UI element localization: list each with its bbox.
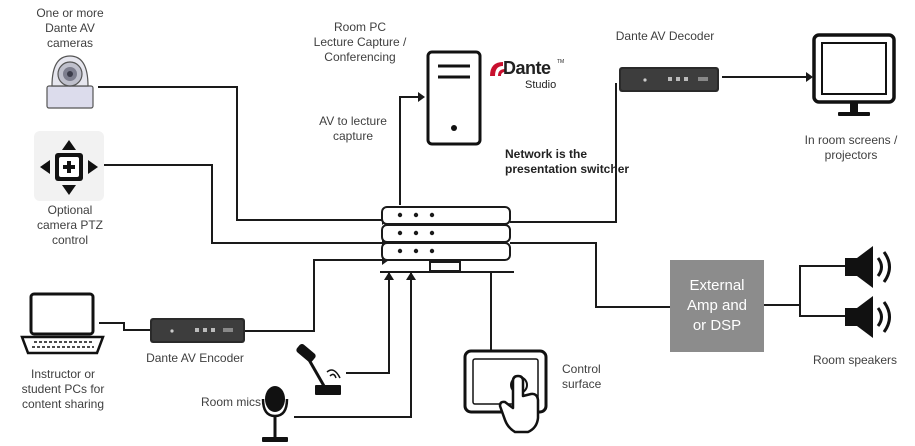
dante-logo-tm: TM	[557, 59, 565, 65]
mic2-line	[294, 272, 412, 418]
connection-lines	[98, 76, 845, 418]
ptz-control-icon	[34, 131, 104, 201]
ptz-line	[104, 164, 382, 244]
arrow-screens	[806, 72, 813, 82]
speaker-top-line	[764, 265, 845, 306]
ptz-camera-icon	[46, 55, 94, 109]
dante-logo-studio: Studio	[525, 79, 557, 91]
dante-studio-logo: Dante TM Studio	[487, 58, 571, 100]
amp-line	[510, 242, 670, 308]
external-amp-box: External Amp and or DSP	[670, 260, 764, 352]
screens-label: In room screens / projectors	[804, 133, 898, 162]
arrow-mic2	[406, 272, 416, 280]
speakers-label: Room speakers	[812, 353, 898, 367]
amp-line-3: or DSP	[692, 317, 742, 334]
pcs-label: Instructor or student PCs for content sh…	[21, 367, 105, 411]
decoder-in-line	[510, 83, 617, 223]
monitor-icon	[812, 33, 896, 116]
encoder-line	[245, 259, 382, 332]
dante-logo-mark	[490, 62, 505, 76]
dante-logo-word: Dante	[503, 58, 551, 78]
desk-mic-icon	[296, 343, 341, 395]
network-switch	[380, 206, 514, 273]
decoder-label: Dante AV Decoder	[615, 29, 715, 43]
arrow-pc	[418, 92, 425, 102]
ptz-label: Optional camera PTZ control	[36, 203, 103, 247]
control-surface-label: Control surface	[562, 362, 602, 391]
amp-line-2: Amp and	[686, 297, 748, 314]
mic1-line	[346, 272, 390, 374]
speaker-icon-bottom	[845, 296, 891, 338]
arrow-mic1	[384, 272, 394, 280]
amp-line-1: External	[689, 277, 745, 294]
decoder-device-icon	[619, 67, 719, 92]
room-pc-label: Room PC Lecture Capture / Conferencing	[313, 20, 407, 64]
stand-mic-icon	[261, 386, 289, 442]
network-label: Network is the presentation switcher	[505, 147, 630, 176]
laptop-icon	[20, 292, 105, 355]
room-pc-icon	[426, 50, 482, 146]
laptop-encoder-line	[99, 322, 150, 331]
room-mics-label: Room mics	[200, 395, 261, 409]
control-surface-icon	[463, 349, 548, 434]
av-capture-label: AV to lecture capture	[319, 114, 387, 143]
encoder-device-icon	[150, 318, 245, 343]
pc-uplink-line	[399, 96, 418, 205]
camera-line	[98, 86, 382, 221]
speaker-icon-top	[845, 246, 891, 288]
speaker-bottom-line	[764, 304, 845, 317]
encoder-label: Dante AV Encoder	[146, 351, 244, 365]
cameras-label: One or more Dante AV cameras	[36, 6, 104, 50]
